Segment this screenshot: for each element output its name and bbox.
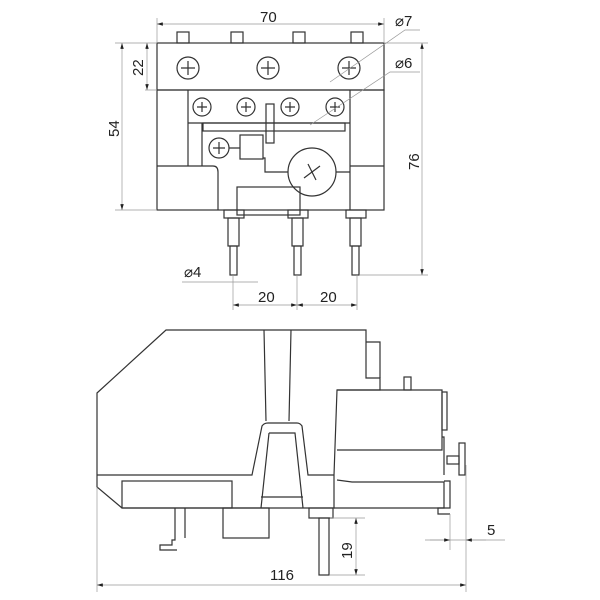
dim-pin-dia: ⌀4	[184, 264, 201, 281]
slider	[265, 103, 275, 144]
dim-top-band: 22	[130, 59, 147, 76]
front-view: 70 54 22 76 ⌀7 ⌀6 ⌀4 20 20	[106, 9, 428, 310]
lower-screws	[192, 97, 345, 117]
side-view: 116 19 5	[96, 329, 505, 592]
front-dimensions	[115, 18, 428, 310]
top-terminal-tabs	[176, 31, 364, 44]
dim-pin-length: 19	[339, 542, 356, 559]
body	[156, 89, 385, 211]
dim-screw-small: ⌀6	[395, 55, 412, 72]
dim-pin-spacing-1: 20	[258, 289, 275, 306]
pins	[223, 209, 367, 276]
dim-pin-spacing-2: 20	[320, 289, 337, 306]
dim-screw-large: ⌀7	[395, 13, 412, 30]
dim-total-height: 76	[406, 153, 423, 170]
dim-offset: 5	[487, 522, 495, 539]
side-dimensions	[96, 465, 505, 592]
top-band	[156, 42, 385, 91]
dim-width: 70	[260, 9, 277, 26]
side-pin	[318, 517, 330, 576]
dim-height: 54	[106, 120, 123, 137]
dim-length: 116	[270, 567, 294, 584]
top-screws	[176, 56, 361, 80]
